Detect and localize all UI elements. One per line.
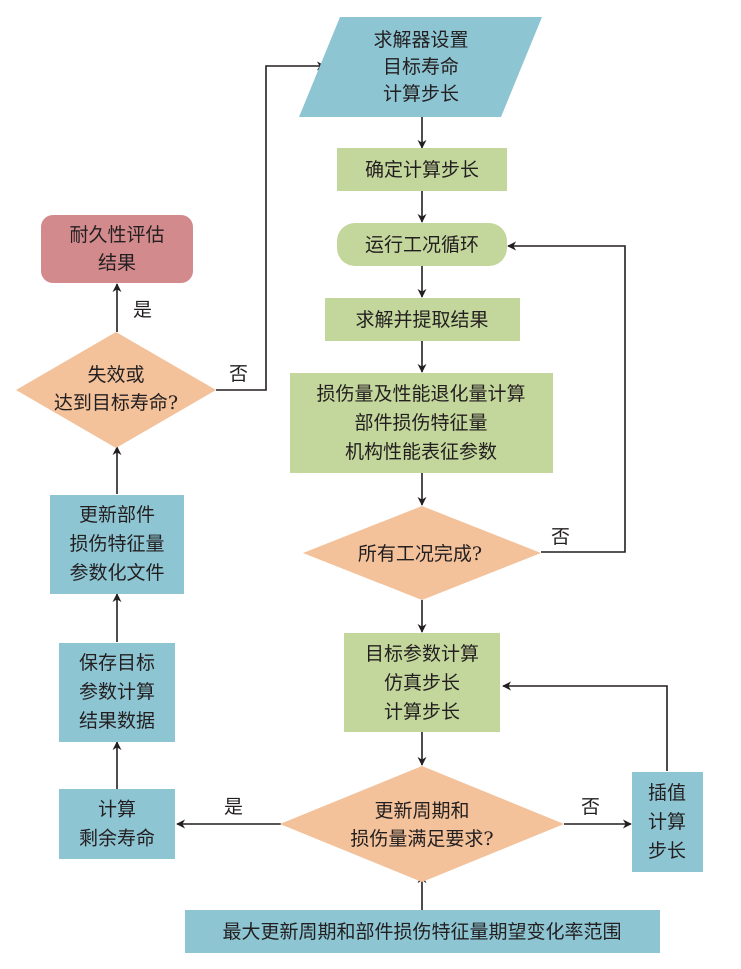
terminal-box — [41, 215, 193, 283]
node-label-line: 剩余寿命 — [79, 828, 155, 850]
node-label-line: 结果数据 — [79, 710, 155, 732]
process-box — [325, 298, 520, 341]
process-box — [632, 772, 703, 872]
node-label-line: 达到目标寿命? — [54, 392, 178, 414]
node-label-line: 最大更新周期和部件损伤特征量期望变化率范围 — [222, 921, 621, 943]
node-label-line: 损伤量满足要求? — [350, 828, 493, 850]
node-label-line: 参数计算 — [79, 681, 155, 703]
decision-diamond — [16, 332, 216, 448]
node-label-line: 求解并提取结果 — [355, 309, 488, 331]
node-label-line: 确定计算步长 — [365, 159, 479, 181]
node-label-line: 保存目标 — [79, 652, 155, 674]
node-label-line: 失效或 — [87, 364, 144, 386]
node-label-line: 计算 — [98, 799, 136, 821]
node-label-line: 损伤量及性能退化量计算 — [316, 383, 525, 405]
node-label-line: 结果 — [98, 252, 136, 274]
node-label-line: 更新部件 — [79, 504, 155, 526]
rounded-box — [337, 223, 507, 266]
node-label-line: 更新周期和 — [374, 800, 469, 822]
node-label-line: 计算步长 — [383, 83, 459, 105]
decision-diamond — [280, 766, 564, 882]
node-label-line: 运行工况循环 — [365, 234, 479, 256]
process-box — [59, 643, 175, 742]
node-determine-step: 确定计算步长 — [337, 148, 507, 191]
label-update-no: 否 — [581, 796, 600, 818]
decision-diamond — [303, 506, 541, 600]
edge-labels: 是 否 否 是 否 — [133, 299, 600, 818]
label-fail-yes: 是 — [133, 299, 152, 321]
process-box — [59, 789, 175, 859]
node-label-line: 目标寿命 — [383, 56, 459, 78]
node-operating-loop: 运行工况循环 — [337, 223, 507, 266]
node-max-range: 最大更新周期和部件损伤特征量期望变化率范围 — [185, 910, 660, 953]
label-update-yes: 是 — [224, 796, 243, 818]
process-box — [290, 373, 553, 473]
node-label-line: 损伤特征量 — [69, 533, 164, 555]
node-label-line: 插值 — [648, 782, 686, 804]
node-label-line: 所有工况完成? — [358, 543, 482, 565]
node-label-line: 步长 — [648, 840, 686, 862]
node-label-line: 计算 — [648, 811, 686, 833]
node-label-line: 目标参数计算 — [365, 643, 479, 665]
node-label-line: 求解器设置 — [373, 29, 468, 51]
edges — [112, 61, 668, 910]
edge-interp-to-target — [502, 681, 668, 771]
node-label-line: 耐久性评估 — [69, 224, 164, 246]
edge-alldone-no-to-loop — [507, 241, 626, 553]
node-label-line: 仿真步长 — [384, 672, 460, 694]
node-all-done-decision: 所有工况完成? — [303, 506, 541, 600]
node-label-line: 部件损伤特征量 — [354, 412, 487, 434]
node-label-line: 机构性能表征参数 — [345, 441, 497, 463]
process-box — [344, 633, 500, 732]
input-box — [185, 910, 660, 953]
node-label-line: 参数化文件 — [69, 562, 164, 584]
label-alldone-no: 否 — [551, 526, 570, 548]
label-fail-no: 否 — [229, 363, 248, 385]
process-box — [337, 148, 507, 191]
node-label-line: 计算步长 — [384, 701, 460, 723]
process-box — [50, 495, 184, 594]
node-solve-extract: 求解并提取结果 — [325, 298, 520, 341]
parallelogram-shape — [299, 17, 542, 117]
edge-fail-no-to-setup — [216, 61, 326, 391]
